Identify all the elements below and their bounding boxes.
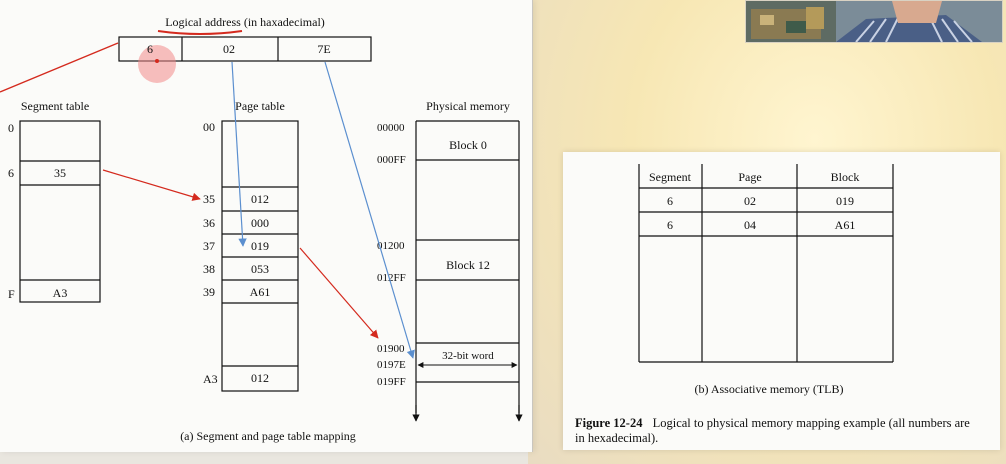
address-012ff: 012FF — [377, 272, 406, 284]
figure-label: Figure 12-24 — [575, 416, 643, 430]
tlb-cell: 6 — [667, 194, 673, 208]
tlb-diagram: Segment Page Block 6 02 019 6 04 A61 (b)… — [575, 164, 970, 445]
block-12-label: Block 12 — [446, 258, 490, 272]
logical-field-page: 02 — [223, 42, 235, 56]
red-underline-annotation — [157, 30, 243, 35]
figure-caption-line1: Figure 12-24 Logical to physical memory … — [575, 416, 970, 430]
page-entry-012: 012 — [251, 192, 269, 206]
tlb-header-segment: Segment — [649, 170, 692, 184]
red-arrow-segment-to-table — [0, 42, 119, 93]
segment-table — [19, 120, 101, 303]
cursor-dot — [155, 59, 159, 63]
figure-caption-text: Logical to physical memory mapping examp… — [653, 416, 971, 430]
page-row-label-36: 36 — [203, 216, 215, 230]
segment-entry-a3: A3 — [53, 286, 68, 300]
caption-b: (b) Associative memory (TLB) — [695, 382, 844, 396]
word-label: 32-bit word — [442, 350, 494, 362]
blue-arrow-page-offset — [231, 61, 247, 247]
tlb-header-page: Page — [738, 170, 761, 184]
block-0-label: Block 0 — [449, 138, 487, 152]
page-entry-053: 053 — [251, 262, 269, 276]
page-row-label-35: 35 — [203, 192, 215, 206]
segment-row-label-6: 6 — [8, 166, 14, 180]
tlb-cell: A61 — [835, 218, 856, 232]
figure-panel-b: Segment Page Block 6 02 019 6 04 A61 (b)… — [563, 152, 1000, 450]
page-entry-000: 000 — [251, 216, 269, 230]
physical-memory-title: Physical memory — [426, 99, 510, 113]
page-row-label-37: 37 — [203, 239, 215, 253]
segment-page-mapping-diagram: Logical address (in haxadecimal) 6 02 7E… — [0, 15, 523, 443]
figure-panel-a: Logical address (in haxadecimal) 6 02 7E… — [0, 0, 533, 452]
segment-row-label-0: 0 — [8, 121, 14, 135]
address-01200: 01200 — [377, 240, 405, 252]
address-01900: 01900 — [377, 343, 405, 355]
page-row-label-38: 38 — [203, 262, 215, 276]
cursor-highlight — [138, 45, 176, 83]
logical-field-segment: 6 — [147, 42, 153, 56]
tlb-cell: 02 — [744, 194, 756, 208]
tlb-cell: 019 — [836, 194, 854, 208]
logical-address-box — [118, 36, 372, 62]
page-table-title: Page table — [235, 99, 285, 113]
segment-row-label-f: F — [8, 287, 15, 301]
tlb-header-block: Block — [831, 170, 860, 184]
tlb-cell: 6 — [667, 218, 673, 232]
address-00000: 00000 — [377, 122, 405, 134]
address-0197e: 0197E — [377, 359, 406, 371]
logical-address-title: Logical address (in haxadecimal) — [165, 15, 325, 29]
page-entry-a61: A61 — [250, 285, 271, 299]
caption-a: (a) Segment and page table mapping — [180, 429, 356, 443]
figure-caption-line2: in hexadecimal). — [575, 431, 658, 445]
address-000ff: 000FF — [377, 154, 406, 166]
page-row-label-39: 39 — [203, 285, 215, 299]
page-entry-012-a3: 012 — [251, 371, 269, 385]
red-arrow-page-to-memory — [299, 247, 379, 339]
segment-table-title: Segment table — [21, 99, 89, 113]
physical-memory — [415, 120, 520, 413]
tlb-table — [638, 164, 894, 363]
webcam-overlay — [745, 0, 1003, 43]
page-table — [221, 120, 299, 392]
page-entry-019: 019 — [251, 239, 269, 253]
segment-entry-35: 35 — [54, 166, 66, 180]
address-019ff: 019FF — [377, 376, 406, 388]
page-row-label-a3: A3 — [203, 372, 218, 386]
red-arrow-segment-to-page — [102, 169, 201, 201]
presenter-video — [746, 1, 1002, 42]
blue-arrow-word-offset — [324, 61, 415, 359]
logical-field-word: 7E — [317, 42, 330, 56]
page-row-label-00: 00 — [203, 120, 215, 134]
tlb-cell: 04 — [744, 218, 756, 232]
